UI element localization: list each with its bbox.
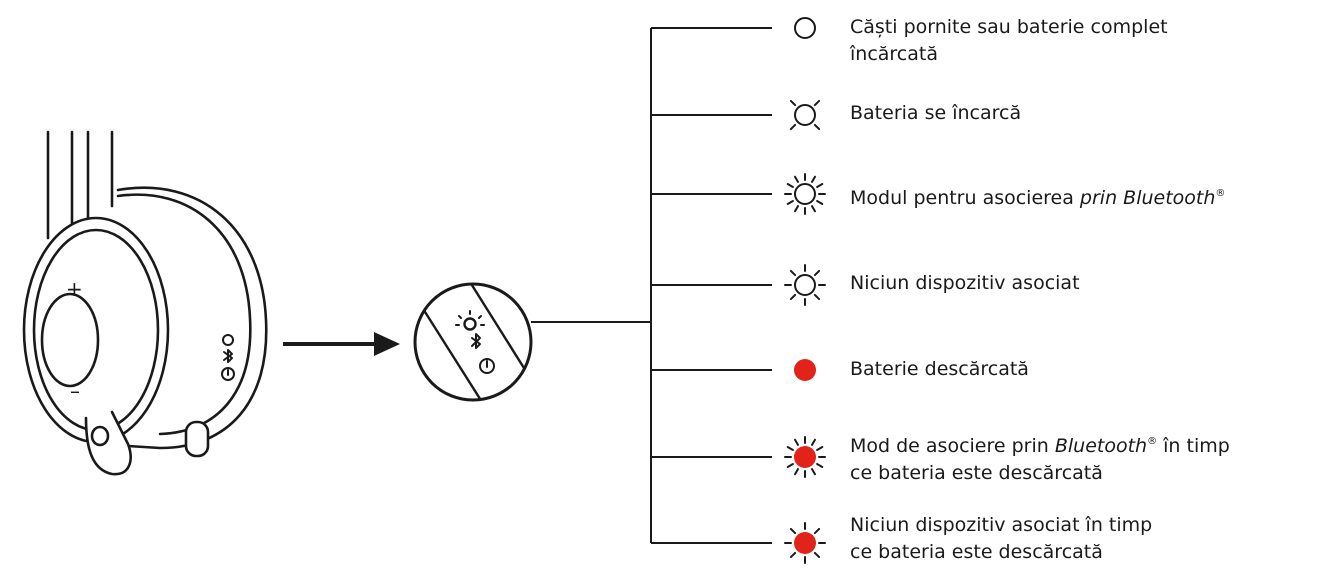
legend-item-6: Niciun dispozitiv asociat în timp ce bat… — [850, 512, 1152, 566]
led-ray — [811, 438, 816, 446]
led-ray — [811, 468, 816, 476]
volume-minus-label: – — [70, 379, 80, 403]
zoom-detail — [413, 282, 533, 402]
led-ray — [811, 205, 816, 213]
led-state-icon-solid — [794, 17, 816, 39]
legend-item-2: Modul pentru asocierea prin Bluetooth® — [850, 180, 1225, 212]
led-ray — [794, 175, 799, 183]
led-ray — [786, 463, 794, 468]
connector-tree — [531, 27, 772, 544]
legend-item-3: Niciun dispozitiv asociat — [850, 270, 1080, 297]
legend-text-line: Bateria se încarcă — [850, 102, 1022, 124]
zoom-power-icon — [479, 358, 495, 374]
zoom-led-icon — [463, 317, 477, 331]
legend-item-4: Baterie descărcată — [850, 356, 1029, 383]
side-led-icon — [222, 334, 234, 346]
led-ray — [813, 293, 821, 301]
legend-item-1: Bateria se încarcă — [850, 100, 1021, 127]
led-ray — [813, 551, 821, 559]
legend-item-5: Mod de asociere prin Bluetooth® în timp … — [850, 428, 1230, 487]
led-state-icon-slow-blinking — [784, 522, 826, 564]
legend-text-line: Căști pornite sau baterie complet — [850, 16, 1168, 38]
zoom-bluetooth-icon — [471, 333, 481, 349]
led-ray — [811, 175, 816, 183]
legend-text-line: Modul pentru asocierea prin Bluetooth® — [850, 180, 1225, 212]
led-ray — [813, 99, 821, 107]
earcup-shell — [116, 186, 268, 450]
legend-text-line: ce bateria este descărcată — [850, 462, 1103, 484]
arrow — [283, 332, 400, 356]
legend-text-line: Niciun dispozitiv asociat — [850, 272, 1080, 294]
legend-text-part: Mod de asociere prin — [850, 435, 1055, 457]
led-state-icon-pulsing — [789, 99, 821, 131]
registered-mark: ® — [1215, 188, 1226, 199]
led-ray — [794, 438, 799, 446]
led-ray — [786, 183, 794, 188]
led-ray — [786, 446, 794, 451]
legend-text-part: Modul pentru asocierea — [850, 187, 1080, 209]
legend-text-line: Niciun dispozitiv asociat în timp — [850, 514, 1153, 536]
led-ray — [816, 183, 824, 188]
led-icons — [784, 17, 826, 564]
led-ray — [816, 200, 824, 205]
led-ray — [789, 527, 797, 535]
led-ray — [789, 269, 797, 277]
led-ray — [813, 123, 821, 131]
legend-text-line: Baterie descărcată — [850, 358, 1029, 380]
volume-plus-label: + — [66, 277, 83, 301]
led-ray — [816, 463, 824, 468]
control-button — [40, 292, 100, 388]
led-ray — [789, 99, 797, 107]
legend-text-part: în timp — [1157, 435, 1230, 457]
mic-tip — [90, 425, 110, 447]
led-ray — [813, 269, 821, 277]
shell-slot — [184, 420, 210, 458]
legend-text-line: încărcată — [850, 43, 938, 65]
registered-mark: ® — [1147, 436, 1158, 447]
legend-text-italic: prin Bluetooth — [1079, 187, 1216, 209]
earcup-side-controls — [221, 334, 235, 381]
led-ray — [813, 527, 821, 535]
side-bluetooth-icon — [223, 349, 233, 363]
legend-text-line: ce bateria este descărcată — [850, 541, 1103, 563]
led-state-icon-slow-blinking — [784, 264, 826, 306]
headset-illustration — [22, 130, 268, 476]
led-state-icon-fast-blinking — [784, 173, 826, 215]
led-ray — [794, 468, 799, 476]
led-ray — [789, 551, 797, 559]
led-ray — [786, 200, 794, 205]
side-power-icon — [221, 367, 235, 381]
led-ray — [816, 446, 824, 451]
legend-item-0: Căști pornite sau baterie complet încărc… — [850, 14, 1168, 68]
led-ray — [789, 293, 797, 301]
led-state-icon-fast-blinking — [784, 436, 826, 478]
led-ray — [794, 205, 799, 213]
legend-text-italic: Bluetooth — [1054, 435, 1148, 457]
led-state-icon-solid — [794, 359, 816, 381]
legend-text-line: Mod de asociere prin Bluetooth® în timp — [850, 428, 1230, 460]
led-ray — [789, 123, 797, 131]
earcup-shell-inner — [116, 193, 252, 436]
